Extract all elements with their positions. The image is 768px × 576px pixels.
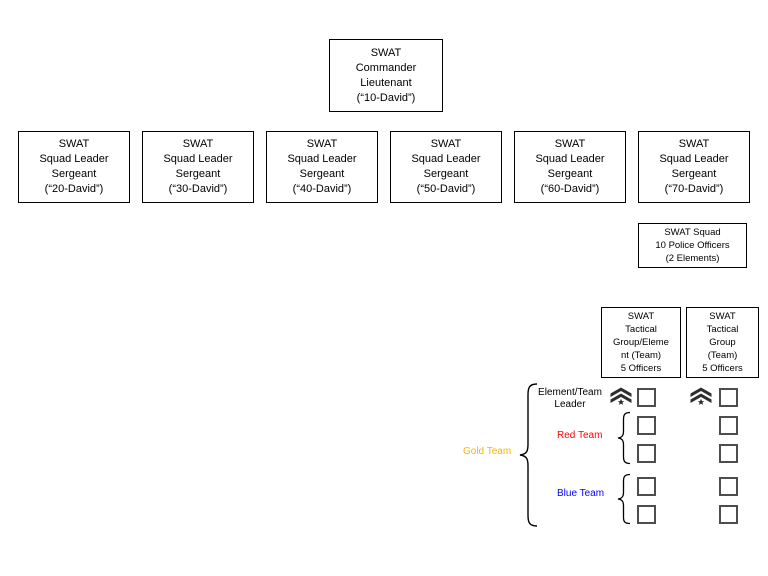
squad-leader-box-40: SWAT Squad Leader Sergeant (“40-David”) (266, 131, 378, 203)
box-line: Sergeant (547, 168, 593, 180)
red-team-label: Red Team (557, 430, 603, 441)
officer-box (637, 505, 656, 524)
box-line: SWAT (306, 138, 338, 150)
box-line: Lieutenant (360, 76, 412, 89)
box-line: 10 Police Officers (655, 240, 730, 251)
leader-label-line: Element/Team (538, 387, 602, 398)
officer-box (719, 444, 738, 463)
box-line: SWAT (627, 311, 655, 322)
box-line: Squad Leader (535, 153, 605, 165)
box-line: Sergeant (423, 168, 469, 180)
box-line: Sergeant (175, 168, 221, 180)
gold-team-brace (519, 383, 538, 527)
tactical-group-element-box: SWAT Tactical Group/Eleme nt (Team) 5 Of… (601, 307, 681, 378)
squad-leader-box-50: SWAT Squad Leader Sergeant (“50-David”) (390, 131, 502, 203)
box-line: 5 Officers (702, 363, 743, 374)
box-line: (“10-David”) (356, 91, 416, 104)
box-line: Squad Leader (39, 153, 109, 165)
box-line: SWAT (554, 138, 586, 150)
box-line: 5 Officers (620, 363, 662, 374)
squad-leader-box-60: SWAT Squad Leader Sergeant (“60-David”) (514, 131, 626, 203)
tactical-group-box: SWAT Tactical Group (Team) 5 Officers (686, 307, 759, 378)
box-line: SWAT (709, 311, 736, 322)
box-line: Squad Leader (659, 153, 729, 165)
box-line: (“30-David”) (168, 183, 228, 195)
leader-label-line: Leader (554, 398, 586, 410)
gold-team-label: Gold Team (463, 446, 512, 457)
box-line: (“70-David”) (664, 183, 724, 195)
sergeant-chevrons-icon (610, 387, 632, 405)
box-line: Tactical (706, 324, 739, 335)
box-line: SWAT (430, 138, 462, 150)
box-line: Squad Leader (287, 153, 357, 165)
box-line: (“20-David”) (44, 183, 104, 195)
box-line: Group/Eleme (613, 337, 669, 348)
box-line: Tactical (625, 324, 657, 335)
box-line: Group (709, 337, 736, 348)
box-line: SWAT (370, 46, 402, 59)
sergeant-chevrons-icon (690, 387, 712, 405)
box-line: SWAT (58, 138, 90, 150)
officer-box (637, 416, 656, 435)
officer-box (719, 505, 738, 524)
officer-box (637, 444, 656, 463)
box-line: Sergeant (51, 168, 97, 180)
box-line: (2 Elements) (665, 253, 720, 264)
red-team-brace (617, 411, 631, 465)
box-line: SWAT (678, 138, 710, 150)
box-line: (“40-David”) (292, 183, 352, 195)
box-line: Commander (355, 61, 417, 74)
officer-box (719, 388, 738, 407)
box-line: Sergeant (671, 168, 717, 180)
commander-box: SWAT Commander Lieutenant (“10-David”) (329, 39, 443, 112)
box-line: Sergeant (299, 168, 345, 180)
officer-box (719, 477, 738, 496)
box-line: (“50-David”) (416, 183, 476, 195)
officer-box (719, 416, 738, 435)
box-line: SWAT (182, 138, 214, 150)
box-line: nt (Team) (620, 350, 662, 361)
officer-box (637, 477, 656, 496)
officer-box (637, 388, 656, 407)
swat-squad-box: SWAT Squad 10 Police Officers (2 Element… (638, 223, 747, 268)
squad-leader-box-70: SWAT Squad Leader Sergeant (“70-David”) (638, 131, 750, 203)
box-line: Squad Leader (411, 153, 481, 165)
squad-leader-box-30: SWAT Squad Leader Sergeant (“30-David”) (142, 131, 254, 203)
blue-team-brace (617, 473, 631, 525)
squad-leader-box-20: SWAT Squad Leader Sergeant (“20-David”) (18, 131, 130, 203)
box-line: Squad Leader (163, 153, 233, 165)
box-line: (“60-David”) (540, 183, 600, 195)
box-line: SWAT Squad (664, 227, 721, 238)
box-line: (Team) (707, 350, 738, 361)
blue-team-label: Blue Team (557, 488, 605, 499)
